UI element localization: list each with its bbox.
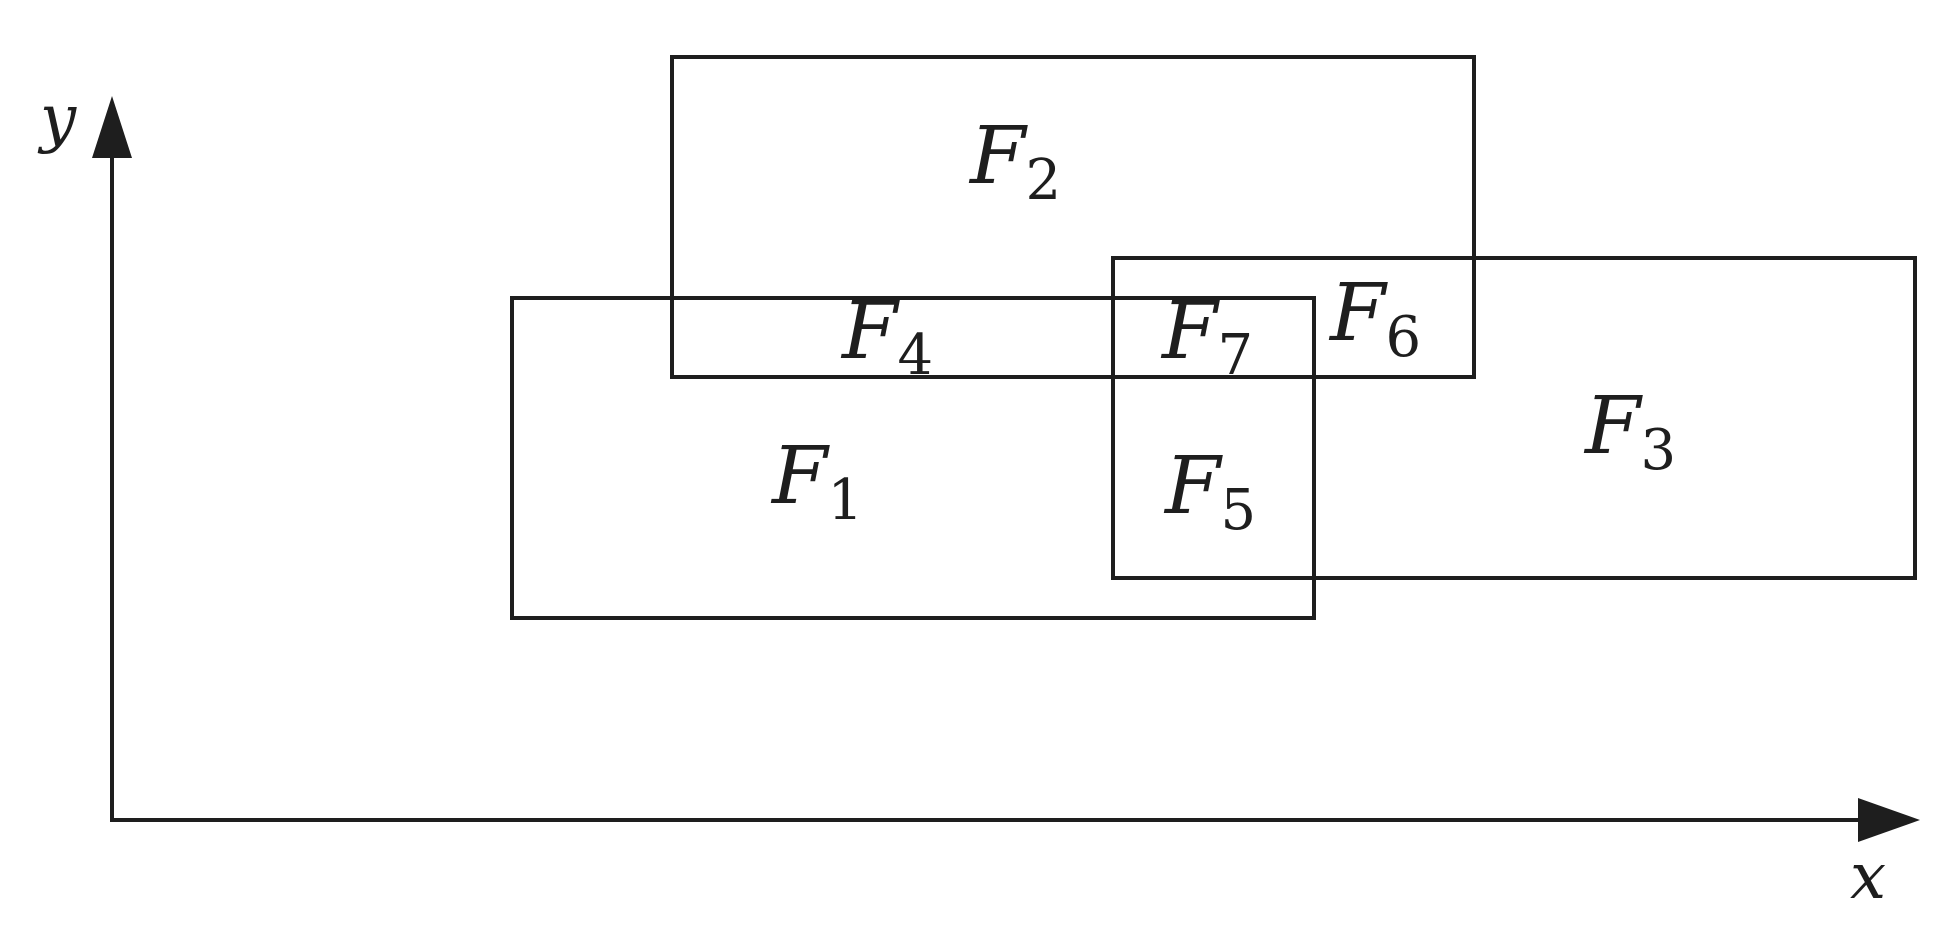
region-f4-base: F: [840, 284, 900, 377]
x-axis-arrowhead: [1858, 798, 1920, 842]
region-f1-base: F: [770, 429, 830, 522]
region-f3-base: F: [1583, 379, 1643, 472]
region-label-f1: F1: [770, 429, 863, 533]
region-f6-base: F: [1328, 266, 1388, 359]
region-label-f7: F7: [1160, 284, 1253, 388]
x-axis-label: x: [1850, 840, 1886, 914]
region-label-f2: F2: [968, 109, 1061, 213]
region-f7-base: F: [1160, 284, 1220, 377]
region-f4-subscript: 4: [898, 323, 934, 388]
region-f7-subscript: 7: [1218, 323, 1254, 388]
rectangle-f3: [1111, 256, 1917, 580]
region-f6-subscript: 6: [1386, 305, 1422, 370]
region-label-f6: F6: [1328, 266, 1421, 370]
region-label-f3: F3: [1583, 379, 1676, 483]
region-f2-base: F: [968, 109, 1028, 202]
region-label-f4: F4: [840, 284, 933, 388]
region-labels: F1 F2 F3 F4 F5 F6 F7: [770, 109, 1676, 543]
y-axis-arrowhead: [92, 96, 132, 158]
rectangles: [510, 55, 1917, 620]
rectangle-f1: [510, 296, 1316, 620]
region-f5-base: F: [1163, 439, 1223, 532]
region-f5-subscript: 5: [1221, 478, 1257, 543]
region-f1-subscript: 1: [828, 468, 864, 533]
region-label-f5: F5: [1163, 439, 1256, 543]
region-f3-subscript: 3: [1641, 418, 1677, 483]
region-f2-subscript: 2: [1026, 148, 1062, 213]
axes: y x: [37, 82, 1920, 914]
rectangle-f2: [670, 55, 1476, 379]
y-axis-label: y: [37, 82, 77, 156]
